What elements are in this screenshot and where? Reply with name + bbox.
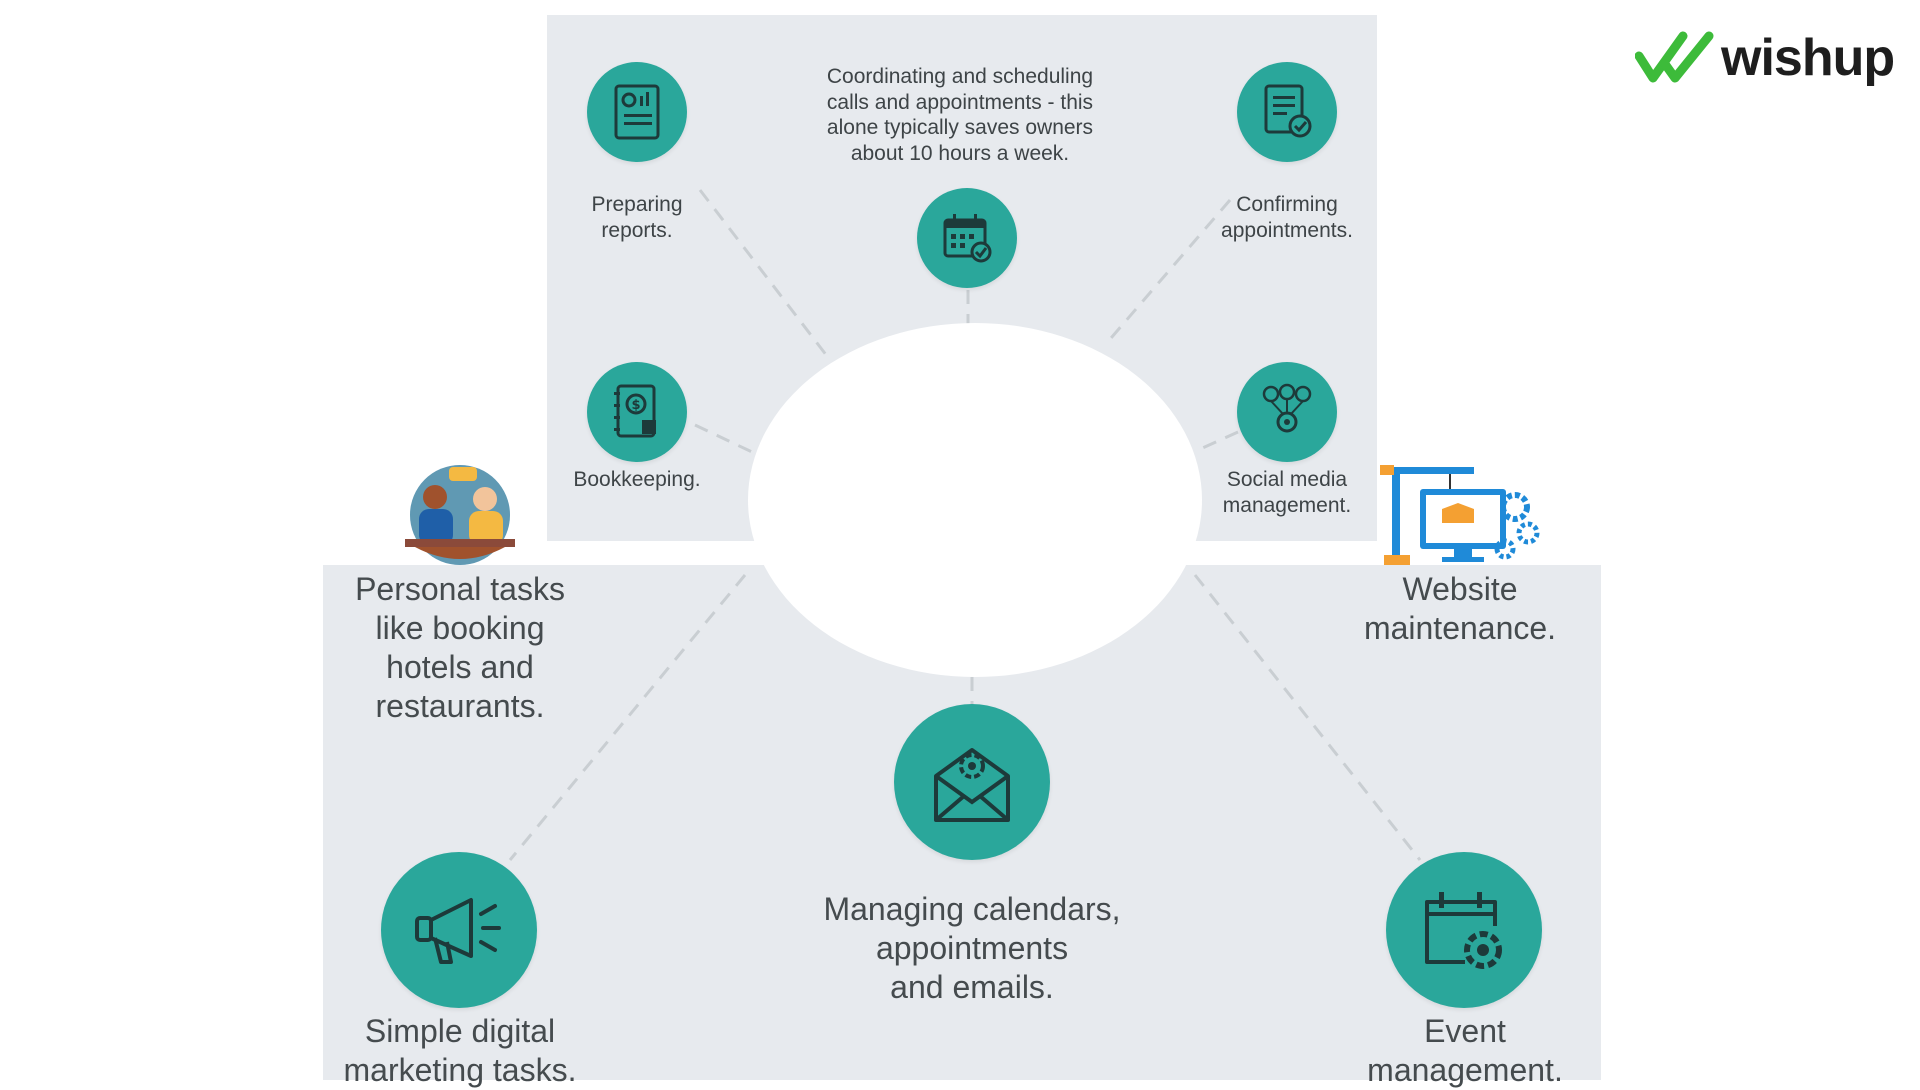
megaphone-icon: [415, 898, 501, 964]
connector-event: [1193, 574, 1422, 861]
social-gear-icon: [1262, 383, 1312, 433]
envelope-gear-icon: [934, 748, 1010, 822]
label-website-maintenance: Website maintenance.: [1363, 571, 1557, 647]
calendar-gear-icon: [1425, 892, 1502, 969]
calendar-check-icon: [943, 214, 992, 263]
social-gear-icon-circle: [1237, 362, 1337, 462]
label-bookkeeping: Bookkeeping.: [573, 468, 701, 491]
report-icon: [614, 84, 660, 140]
document-check-icon-circle: [1237, 62, 1337, 162]
connector-reports: [698, 189, 832, 361]
connector-confirming: [1103, 199, 1232, 346]
document-check-icon: [1264, 84, 1312, 138]
intro-text: Coordinating and scheduling calls and ap…: [826, 65, 1094, 165]
connector-social: [1197, 430, 1239, 452]
label-confirming-appointments: Confirming appointments.: [1221, 193, 1353, 242]
double-check-icon: [1635, 31, 1714, 83]
people-chat-illustration: [405, 463, 515, 567]
megaphone-icon-circle: [381, 852, 537, 1008]
label-event-management: Event management.: [1367, 1013, 1563, 1089]
calendar-check-icon-circle: [917, 188, 1017, 288]
connector-marketing: [508, 574, 747, 861]
svg-text:$: $: [631, 398, 640, 413]
envelope-gear-icon-circle: [894, 704, 1050, 860]
logo-text: wishup: [1721, 29, 1895, 87]
label-personal-tasks: Personal tasks like booking hotels and r…: [355, 571, 565, 725]
label-digital-marketing: Simple digital marketing tasks.: [343, 1013, 577, 1089]
ledger-dollar-icon-circle: $: [587, 362, 687, 462]
label-preparing-reports: Preparing reports.: [591, 193, 683, 242]
calendar-gear-icon-circle: [1386, 852, 1542, 1008]
label-managing-calendars: Managing calendars, appointments and ema…: [823, 891, 1121, 1006]
label-social-media: Social media management.: [1222, 468, 1352, 517]
ledger-dollar-icon: $: [614, 384, 656, 438]
website-crane-illustration: [1380, 463, 1550, 567]
wishup-logo: wishup: [1635, 28, 1895, 88]
center-oval: [748, 323, 1202, 677]
report-icon-circle: [587, 62, 687, 162]
connector-bookkeeping: [694, 423, 753, 454]
